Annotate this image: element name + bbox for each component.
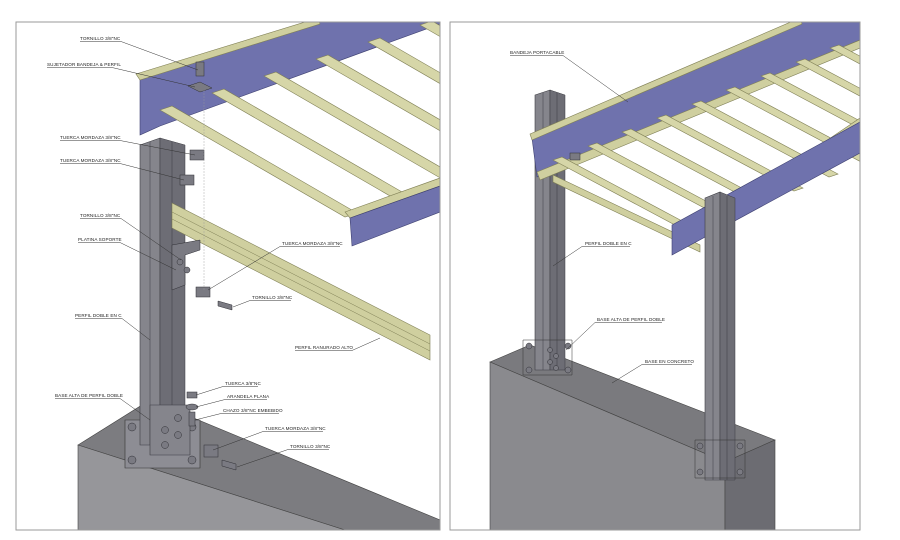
- label: BASE ALTA DE PERFIL DOBLE: [55, 393, 123, 398]
- right-panel-assembled-view: BANDEJA PORTACABLE PERFIL DOBLE EN C BAS…: [489, 22, 860, 530]
- label: TORNILLO 3/8"NC: [80, 36, 121, 41]
- clamp-nut: [195, 286, 211, 298]
- label: BANDEJA PORTACABLE: [510, 50, 564, 55]
- support-beam: [552, 174, 701, 253]
- label: BASE EN CONCRETO: [645, 359, 694, 364]
- tray-clamp: [187, 81, 213, 93]
- cable-tray-left: [135, 22, 440, 247]
- label: ARANDELA PLANA: [227, 394, 270, 399]
- label: TORNILLO 3/8"NC: [290, 444, 331, 449]
- double-c-column-right: [694, 191, 746, 481]
- callout-tornillo-mid: TORNILLO 3/8"NC: [80, 213, 182, 261]
- label: TORNILLO 3/8"NC: [252, 295, 293, 300]
- concrete-base-front: [489, 361, 726, 530]
- callout-arandela: ARANDELA PLANA: [195, 394, 270, 408]
- callout-tuerca-mordaza-4: TUERCA MORDAZA 3/8"NC: [212, 426, 326, 451]
- clamp-nut-2: [179, 174, 195, 186]
- clamp-nut-1: [189, 149, 205, 161]
- label: PERFIL RANURADO ALTO: [295, 345, 353, 350]
- label: TUERCA MORDAZA 3/8"NC: [60, 158, 121, 163]
- left-panel-frame: [15, 21, 441, 531]
- label: TUERCA 3/8"NC: [225, 381, 261, 386]
- callout-tuerca-mordaza-2: TUERCA MORDAZA 3/8"NC: [60, 158, 185, 181]
- bolt: [217, 300, 233, 311]
- callout-tuerca-mordaza-3: TUERCA MORDAZA 3/8"NC: [207, 241, 343, 291]
- right-panel-frame: [449, 21, 861, 531]
- label: PLATINA SOPORTE: [78, 237, 122, 242]
- label: TUERCA MORDAZA 3/8"NC: [282, 241, 343, 246]
- concrete-base-side: [724, 439, 776, 530]
- callout-tornillo-beam: TORNILLO 3/8"NC: [232, 295, 293, 308]
- callout-platina-soporte: PLATINA SOPORTE: [78, 237, 177, 271]
- callout-tuerca-mordaza-1: TUERCA MORDAZA 3/8"NC: [60, 135, 196, 156]
- callout-perfil-doble: PERFIL DOBLE EN C: [75, 313, 151, 341]
- label: PERFIL DOBLE EN C: [75, 313, 122, 318]
- double-c-column: [139, 137, 191, 456]
- label: TUERCA MORDAZA 3/8"NC: [265, 426, 326, 431]
- label: SUJETADOR BANDEJA & PERFIL: [47, 62, 121, 67]
- callout-tornillo-base: TORNILLO 3/8"NC: [236, 444, 331, 468]
- callout-chazo: CHAZO 3/8"NC EMBEBIDO: [194, 408, 283, 421]
- washer: [185, 403, 199, 411]
- label: TUERCA MORDAZA 3/8"NC: [60, 135, 121, 140]
- callout-base-alta: BASE ALTA DE PERFIL DOBLE: [55, 393, 151, 421]
- clamp-nut-base: [203, 444, 219, 458]
- label: TORNILLO 3/8"NC: [80, 213, 121, 218]
- perfil-ranurado-beam: [171, 202, 431, 361]
- callout-tornillo-top: TORNILLO 3/8"NC: [80, 36, 199, 71]
- callout-base-concreto: BASE EN CONCRETO: [611, 359, 694, 384]
- callout-sujetador: SUJETADOR BANDEJA & PERFIL: [47, 62, 196, 88]
- callout-base-alta: BASE ALTA DE PERFIL DOBLE: [565, 317, 665, 351]
- callout-perfil-doble: PERFIL DOBLE EN C: [552, 241, 632, 267]
- callout-tuerca: TUERCA 3/8"NC: [195, 381, 261, 396]
- bolt-base: [221, 459, 237, 471]
- left-panel-exploded-view: TORNILLO 3/8"NC SUJETADOR BANDEJA & PERF…: [47, 22, 440, 530]
- support-plate: [171, 239, 201, 291]
- tray-bolt: [195, 61, 205, 77]
- tray-clamp: [569, 152, 581, 161]
- callout-bandeja: BANDEJA PORTACABLE: [510, 50, 629, 103]
- anchor-stud: [188, 411, 196, 427]
- callout-perfil-ranurado: PERFIL RANURADO ALTO: [295, 337, 381, 351]
- label: CHAZO 3/8"NC EMBEBIDO: [223, 408, 283, 413]
- tray-rungs: [159, 22, 440, 218]
- label: PERFIL DOBLE EN C: [585, 241, 632, 246]
- nut: [186, 391, 198, 399]
- label: BASE ALTA DE PERFIL DOBLE: [597, 317, 665, 322]
